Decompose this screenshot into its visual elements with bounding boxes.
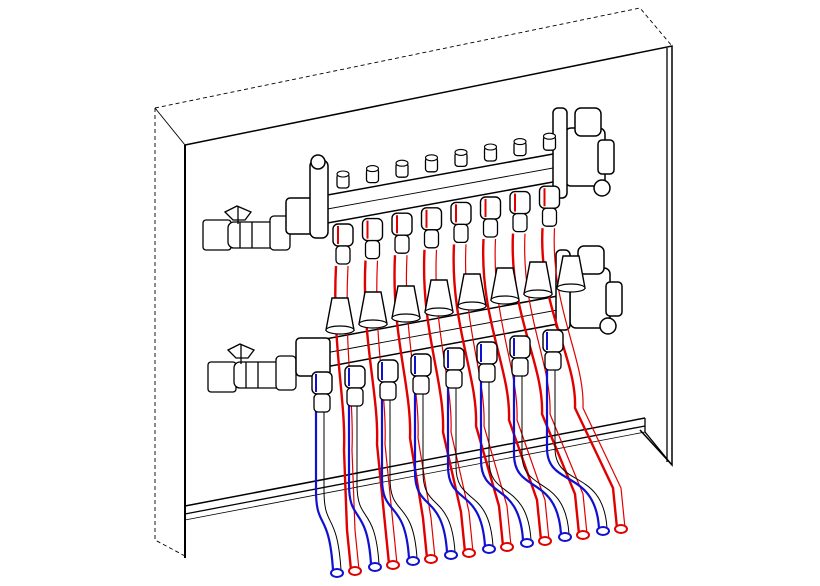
actuator-cone <box>325 297 355 331</box>
supply-pipe-end <box>614 524 628 534</box>
supply-pipe <box>422 249 467 553</box>
flow-meter-neck <box>482 218 499 238</box>
actuator-cone <box>424 279 454 313</box>
vent-cap-top <box>483 143 498 151</box>
actuator-base <box>325 325 355 335</box>
cabinet-back-panel <box>184 45 673 467</box>
vent-cap-top <box>454 148 468 156</box>
actuator-base <box>391 313 421 323</box>
vent-cap-top <box>513 138 527 146</box>
actuator-base <box>457 301 487 311</box>
return-pipe-end <box>368 562 382 572</box>
return-pipe <box>314 410 335 571</box>
return-pipe-end <box>330 568 344 578</box>
flow-meter <box>332 223 354 247</box>
flow-meter <box>450 201 472 226</box>
supply-pipe-edge <box>494 238 550 541</box>
supply-pipe-end <box>348 566 362 576</box>
flow-meter-neck <box>335 245 351 265</box>
actuator-base <box>424 307 454 317</box>
return-fitting-nut <box>445 369 463 389</box>
flow-meter <box>361 217 384 242</box>
return-pipe <box>446 386 487 547</box>
flow-meter-neck <box>512 212 528 233</box>
pipe-outline <box>488 380 532 541</box>
flow-meter <box>479 196 502 220</box>
actuator-cone <box>523 261 553 295</box>
pipe-outline <box>389 398 418 559</box>
return-pipe-end <box>406 556 420 566</box>
return-pipe-end <box>444 550 458 560</box>
supply-pipe-end <box>386 560 400 570</box>
return-fitting-nut <box>478 363 496 383</box>
pipe-outline <box>422 392 456 553</box>
vent-cap-top <box>395 159 409 167</box>
return-fitting-nut <box>511 357 529 377</box>
actuator-cone <box>457 273 487 307</box>
return-pipe-end <box>520 538 534 548</box>
return-fitting-nut <box>412 375 430 395</box>
supply-pipe-end <box>576 530 590 540</box>
pipe-outline <box>521 374 570 535</box>
return-fitting-nut <box>379 381 397 401</box>
vent-cap-top <box>424 154 439 162</box>
supply-pipe-edge <box>553 228 626 529</box>
pipe-outline <box>455 386 494 547</box>
ball-valve-top <box>202 205 291 251</box>
flow-meter-neck <box>394 234 410 254</box>
return-fitting-nut <box>313 393 331 413</box>
return-fitting-nut <box>544 351 562 371</box>
return-pipe <box>413 392 449 553</box>
pipe-outline <box>323 410 342 571</box>
return-pipe-end <box>558 532 572 542</box>
flow-meter-neck <box>423 229 440 249</box>
return-pipe <box>347 404 373 565</box>
supply-pipe-end <box>500 542 514 552</box>
flow-meter <box>509 190 531 215</box>
flow-meter <box>538 185 561 209</box>
flow-meter <box>420 207 443 231</box>
cabinet-right-foot <box>644 418 673 466</box>
vent-cap-top <box>336 170 350 178</box>
supply-pipe-end <box>462 548 476 558</box>
actuator-base <box>358 319 388 329</box>
flow-meter <box>391 212 413 236</box>
vent-cap-top <box>542 132 557 140</box>
cabinet-top-left-corner <box>154 107 186 146</box>
flow-meter-neck <box>541 207 558 227</box>
return-pipe <box>512 374 563 535</box>
supply-pipe <box>481 238 543 541</box>
return-pipe <box>479 380 525 541</box>
cabinet-hidden-top-edge <box>154 7 673 109</box>
pipe-outline <box>356 404 380 565</box>
supply-pipe-end <box>538 536 552 546</box>
flow-meter-neck <box>453 223 469 244</box>
supply-pipe <box>393 255 429 559</box>
cabinet-hidden-left-edge <box>154 108 186 557</box>
actuator-cone <box>358 291 388 325</box>
return-pipe <box>380 398 411 559</box>
actuator-base <box>523 289 553 299</box>
supply-pipe-end <box>424 554 438 564</box>
supply-pipe <box>452 244 505 547</box>
supply-pipe-edge <box>524 233 588 535</box>
actuator-base <box>556 283 586 293</box>
flow-meter-neck <box>364 239 381 260</box>
return-pipe <box>545 368 601 529</box>
pipe-outline <box>554 368 608 529</box>
return-pipe-end <box>596 526 610 536</box>
return-fitting-nut <box>346 387 364 407</box>
vent-cap-top <box>365 165 380 173</box>
ball-valve-bottom <box>207 343 297 393</box>
supply-manifold <box>285 107 615 239</box>
circuit-ports <box>311 132 586 413</box>
actuator-base <box>490 295 520 305</box>
actuator-cone <box>391 285 421 319</box>
return-pipe-end <box>482 544 496 554</box>
